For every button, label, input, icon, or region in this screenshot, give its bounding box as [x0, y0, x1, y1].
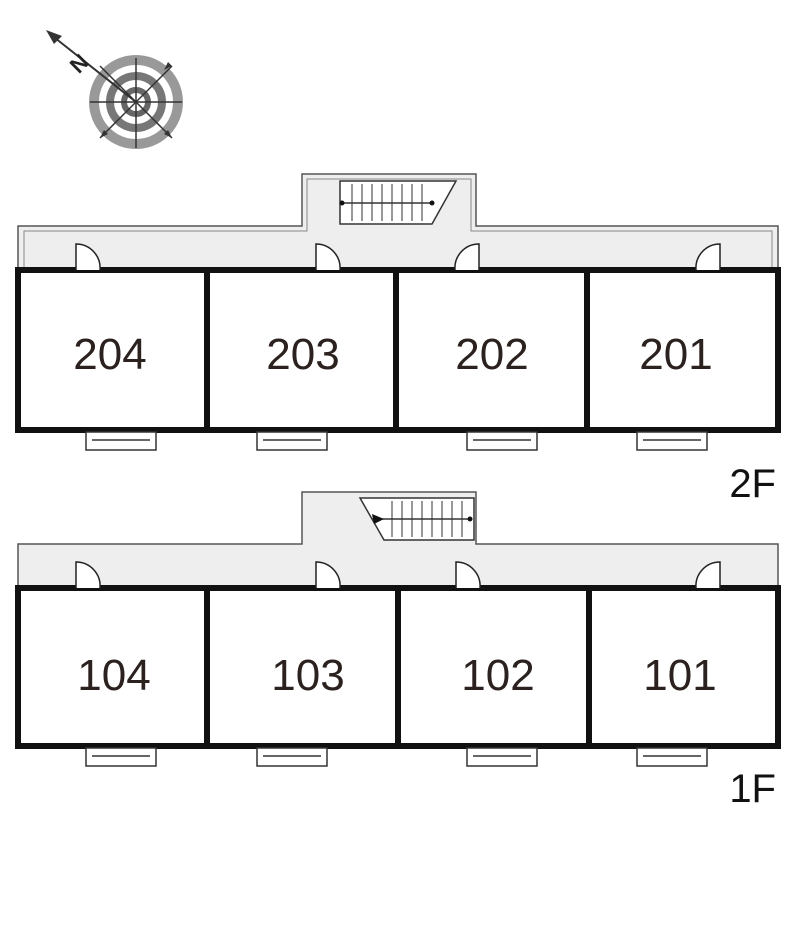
unit-label-104: 104	[77, 651, 150, 700]
unit-label-101: 101	[643, 651, 716, 700]
floor-2f: 204 203 202 201 2F	[15, 173, 781, 506]
unit-label-201: 201	[639, 330, 712, 379]
balconies-2f	[85, 431, 708, 451]
floor-1f: 104 103 102 101 1F	[15, 491, 781, 811]
staircase-1f	[358, 497, 475, 541]
unit-label-202: 202	[455, 330, 528, 379]
unit-label-204: 204	[73, 330, 146, 379]
staircase-2f	[339, 180, 458, 225]
unit-label-203: 203	[266, 330, 339, 379]
unit-label-102: 102	[461, 651, 534, 700]
doors-2f	[75, 243, 721, 271]
floor-label-2f: 2F	[729, 462, 776, 506]
unit-label-103: 103	[271, 651, 344, 700]
compass-icon: N	[46, 30, 183, 149]
doors-1f	[75, 561, 721, 589]
floor-label-1f: 1F	[729, 767, 776, 811]
compass-north-label: N	[65, 49, 94, 78]
balconies-1f	[85, 747, 708, 767]
